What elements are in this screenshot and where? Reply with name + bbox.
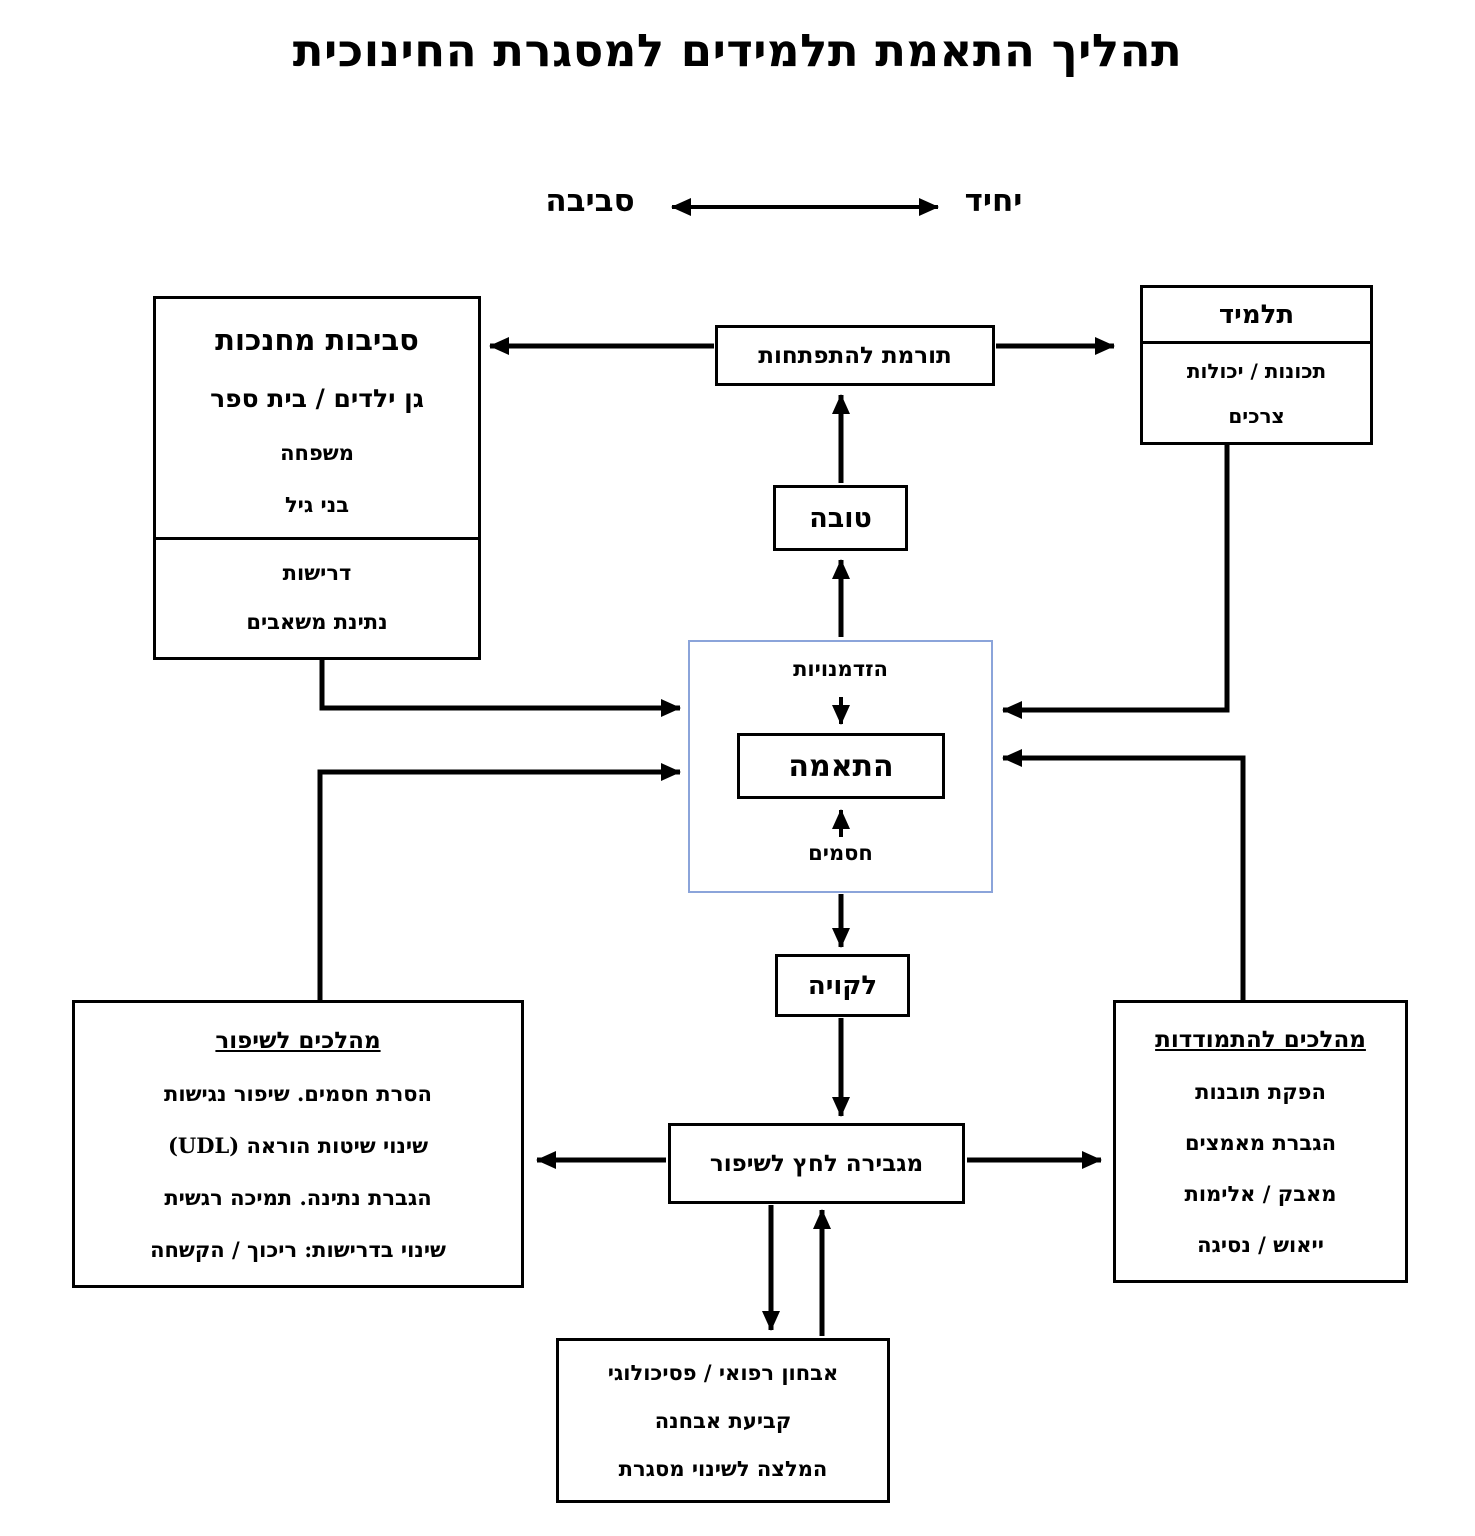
contributes-box: תורמת להתפתחות xyxy=(715,325,995,386)
diagnosis-item: קביעת אבחנה xyxy=(654,1407,792,1433)
environments-title: סביבות מחנכות xyxy=(215,322,419,357)
environments-lower-item: דרישות xyxy=(282,560,352,585)
axis-label-individual: יחיד xyxy=(964,183,1023,219)
coping-title: מהלכים להתמודדות xyxy=(1155,1026,1366,1053)
environments-box: סביבות מחנכות גן ילדים / בית ספר משפחה ב… xyxy=(153,296,481,660)
student-item: צרכים xyxy=(1228,403,1285,428)
axis-label-environment: סביבה xyxy=(545,183,635,219)
diagnosis-item: המלצה לשינוי מסגרת xyxy=(618,1455,828,1481)
diagram-title: תהליך התאמת תלמידים למסגרת החינוכית xyxy=(292,24,1183,77)
improvement-title: מהלכים לשיפור xyxy=(215,1026,381,1054)
coping-item: ייאוש / נסיגה xyxy=(1197,1232,1324,1257)
improvement-item: הגברת נתינה. תמיכה רגשית xyxy=(164,1184,432,1210)
environments-lower-item: נתינת משאבים xyxy=(246,609,388,634)
coping-item: מאבק / אלימות xyxy=(1184,1181,1337,1206)
student-title: תלמיד xyxy=(1143,288,1370,344)
environments-lower-section: דרישות נתינת משאבים xyxy=(156,537,478,654)
diagnosis-box: אבחון רפואי / פסיכולוגי קביעת אבחנה המלצ… xyxy=(556,1338,890,1503)
arrow-improvement-to-fit xyxy=(317,763,681,1000)
coping-item: הפקת תובנות xyxy=(1195,1079,1326,1104)
improvement-item: שינוי שיטות הוראה (UDL) xyxy=(167,1132,429,1158)
contributes-label: תורמת להתפתחות xyxy=(758,342,952,369)
arrow-coping-to-fit xyxy=(1002,749,1246,1000)
environments-item: בני גיל xyxy=(284,492,350,518)
fit-inner-box: התאמה xyxy=(737,733,945,799)
coping-box: מהלכים להתמודדות הפקת תובנות הגברת מאמצי… xyxy=(1113,1000,1408,1283)
pressure-label: מגבירה לחץ לשיפור xyxy=(709,1150,924,1177)
student-box: תלמיד תכונות / יכולות צרכים xyxy=(1140,285,1373,445)
fit-label: התאמה xyxy=(788,748,894,784)
improvement-box: מהלכים לשיפור הסרת חסמים. שיפור נגישות ש… xyxy=(72,1000,524,1288)
environments-upper-section: סביבות מחנכות גן ילדים / בית ספר משפחה ב… xyxy=(156,299,478,537)
good-label: טובה xyxy=(809,502,872,534)
student-item: תכונות / יכולות xyxy=(1186,358,1327,383)
arrow-environments-to-fit xyxy=(319,660,681,717)
opportunities-label: הזדמנויות xyxy=(793,656,888,681)
good-box: טובה xyxy=(773,485,908,551)
student-items: תכונות / יכולות צרכים xyxy=(1143,344,1370,442)
diagnosis-item: אבחון רפואי / פסיכולוגי xyxy=(607,1360,839,1386)
improvement-item: שינוי בדרישות: ריכוך / הקשחה xyxy=(150,1236,446,1262)
arrow-student-to-fit xyxy=(1002,445,1230,719)
barriers-label: חסמים xyxy=(808,840,873,865)
deficient-label: לקויה xyxy=(807,970,878,1001)
environments-subtitle: גן ילדים / בית ספר xyxy=(210,383,424,413)
coping-item: הגברת מאמצים xyxy=(1184,1130,1337,1155)
fit-outer-box: הזדמנויות התאמה חסמים xyxy=(688,640,993,893)
environments-item: משפחה xyxy=(280,440,354,466)
pressure-box: מגבירה לחץ לשיפור xyxy=(668,1123,965,1204)
deficient-box: לקויה xyxy=(775,954,910,1017)
improvement-item: הסרת חסמים. שיפור נגישות xyxy=(164,1080,432,1106)
